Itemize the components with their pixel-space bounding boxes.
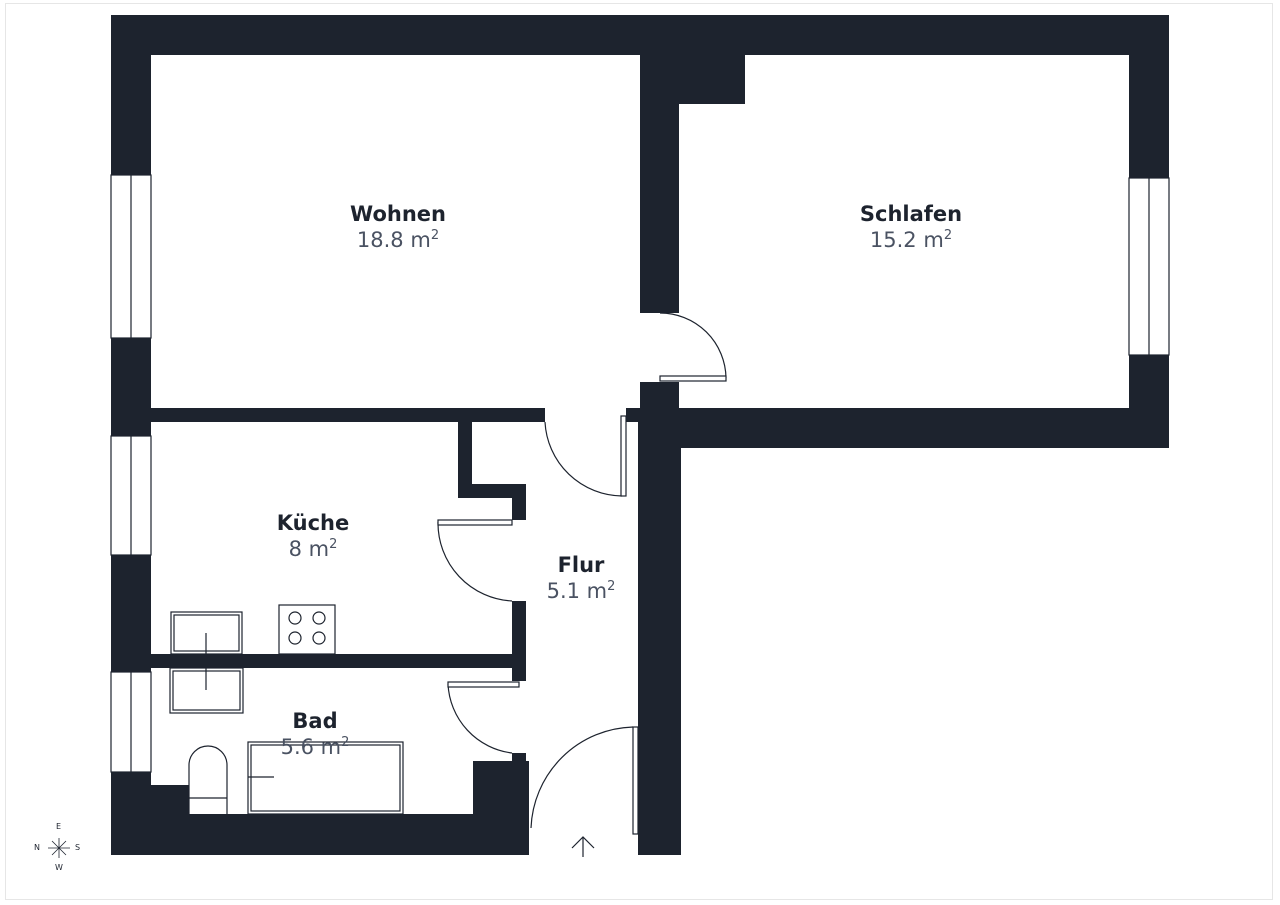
room-name: Bad <box>292 709 338 733</box>
room-name: Küche <box>276 511 350 535</box>
room-name: Wohnen <box>350 202 446 226</box>
room-area: 15.2 m2 <box>869 228 953 252</box>
room-name: Flur <box>557 553 605 577</box>
room-label-schlafen: Schlafen 15.2 m2 <box>860 201 962 253</box>
room-label-flur: Flur 5.1 m2 <box>547 552 616 604</box>
room-area: 5.1 m2 <box>546 579 616 603</box>
doors <box>437 312 727 835</box>
room-name: Schlafen <box>859 202 963 226</box>
walls <box>111 15 1169 855</box>
compass: E N S W <box>34 822 84 874</box>
room-area: 5.6 m2 <box>280 735 350 759</box>
room-area: 8 m2 <box>288 537 338 561</box>
room-area: 18.8 m2 <box>356 228 440 252</box>
compass-east: E <box>56 822 62 831</box>
windows <box>110 174 1170 773</box>
room-label-wohnen: Wohnen 18.8 m2 <box>350 201 446 253</box>
room-label-bad: Bad 5.6 m2 <box>281 708 350 760</box>
compass-west: W <box>55 863 63 872</box>
compass-north: N <box>34 843 40 852</box>
compass-rose-icon <box>48 838 70 858</box>
compass-south: S <box>75 843 81 852</box>
room-label-kueche: Küche 8 m2 <box>277 510 350 562</box>
fixtures <box>169 604 595 857</box>
